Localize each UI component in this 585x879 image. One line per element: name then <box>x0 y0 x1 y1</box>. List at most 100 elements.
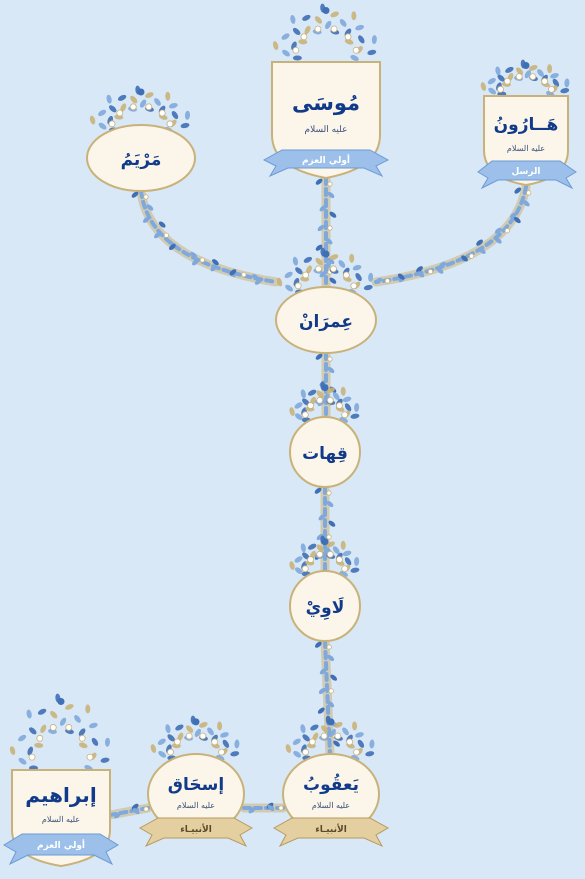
floral-maryam-leaf <box>165 91 171 101</box>
floral-imran-bloom <box>342 271 350 279</box>
floral-musa-bloom <box>314 25 322 33</box>
vine-imran-qahat-leaf <box>327 366 335 374</box>
vine-lawi-yaqub-flower <box>328 688 334 694</box>
node-name-lawi: لَاوِيْ <box>306 596 345 620</box>
ribbon-text-ishaq: الأنبيـاء <box>180 823 212 835</box>
floral-ishaq-leaf <box>167 734 175 742</box>
floral-musa-leaf <box>344 39 354 45</box>
vine-musa-imran-leaf <box>325 238 333 245</box>
floral-yaqub-leaf <box>300 724 306 734</box>
floral-qahat-finial <box>321 384 329 392</box>
vine-harun-imran-flower <box>468 253 475 259</box>
floral-lawi-bloom <box>341 565 349 573</box>
floral-qahat-bloom <box>307 402 314 409</box>
ribbon-text-musa: أولي العزم <box>302 154 350 166</box>
floral-ibrahim-leaf <box>59 717 67 726</box>
floral-musa-leaf <box>314 16 323 24</box>
floral-yaqub-leaf <box>334 722 343 728</box>
floral-ibrahim-leaf <box>26 709 32 719</box>
floral-qahat-bloom <box>341 411 349 419</box>
floral-harun <box>480 59 570 97</box>
vine-ishaq-ibrahim-flower <box>143 806 149 812</box>
floral-lawi-finial <box>321 538 329 546</box>
floral-harun-leaf <box>552 78 560 87</box>
floral-lawi-leaf <box>350 567 360 573</box>
floral-qahat-leaf <box>344 403 352 412</box>
floral-lawi-leaf <box>289 561 295 570</box>
floral-lawi-leaf <box>302 552 310 560</box>
vine-maryam-imran <box>139 189 278 284</box>
floral-musa-leaf <box>355 24 365 31</box>
floral-maryam-leaf <box>139 99 147 108</box>
floral-maryam-bloom <box>116 109 124 117</box>
floral-maryam-leaf <box>117 94 127 101</box>
vine-qahat-lawi-leaf <box>316 533 324 541</box>
floral-ibrahim-bloom <box>36 734 44 742</box>
vine-harun-imran-leaf <box>476 239 483 246</box>
ribbon-text-harun: الرسل <box>512 167 541 177</box>
floral-yaqub-bloom <box>346 738 354 746</box>
vine-musa-imran-leaf <box>327 257 335 265</box>
floral-harun-leaf <box>495 66 501 76</box>
floral-yaqub-leaf <box>293 750 302 758</box>
floral-harun-leaf <box>487 77 496 85</box>
floral-imran <box>276 247 374 295</box>
floral-ornaments <box>9 3 570 771</box>
ribbon-musa <box>262 149 390 178</box>
floral-musa-bloom <box>292 46 300 54</box>
floral-musa <box>272 3 377 61</box>
vine-maryam-imran-flower <box>199 257 206 263</box>
floral-maryam-leaf <box>98 122 107 130</box>
floral-musa-leaf <box>351 11 357 21</box>
floral-ibrahim-leaf <box>100 757 110 763</box>
node-yaqub: يَعقُوبُ عليه السلام الأنبيـاء <box>272 753 390 848</box>
floral-harun-leaf <box>564 78 570 88</box>
floral-maryam-bloom <box>108 120 116 128</box>
floral-qahat-leaf <box>294 413 303 421</box>
floral-ibrahim-leaf <box>85 704 91 714</box>
floral-ishaq-bloom <box>218 748 225 756</box>
floral-maryam-bloom <box>145 103 153 111</box>
floral-yaqub-bloom <box>302 748 309 756</box>
vine-maryam-imran-flower <box>143 194 149 200</box>
floral-harun-leaf <box>497 74 505 82</box>
floral-imran-bloom <box>315 265 322 273</box>
floral-maryam-bloom <box>158 109 166 117</box>
floral-ibrahim-bloom <box>49 724 57 731</box>
floral-maryam-leaf <box>184 110 191 120</box>
vine-maryam-imran-flower <box>163 232 169 238</box>
floral-imran-leaf <box>329 254 339 260</box>
floral-ishaq-leaf <box>199 722 208 728</box>
floral-imran-leaf <box>276 277 283 287</box>
floral-ibrahim-leaf <box>18 757 27 765</box>
floral-lawi-leaf <box>342 550 352 557</box>
floral-yaqub-leaf <box>321 725 329 733</box>
floral-imran-bloom <box>350 282 358 290</box>
floral-musa-leaf <box>304 25 311 35</box>
vine-musa-imran-leaf <box>327 191 335 199</box>
vine-lawi-yaqub-flower <box>326 644 332 650</box>
vine-lawi-yaqub-leaf <box>317 707 325 714</box>
floral-imran-leaf <box>349 253 355 263</box>
floral-imran-leaf <box>368 272 374 282</box>
circle-imran <box>275 286 377 354</box>
floral-lawi-bloom <box>316 550 324 558</box>
vine-musa-imran-flower <box>327 181 333 187</box>
node-imran: عِمرَانْ <box>275 286 377 354</box>
floral-qahat-leaf <box>302 398 310 406</box>
node-musa: مُوسَى عليه السلام أولي العزم <box>262 61 390 180</box>
floral-lawi-bloom <box>307 556 314 563</box>
circle-lawi <box>289 570 361 642</box>
vine-harun-imran-flower <box>427 268 434 275</box>
floral-yaqub-leaf <box>302 734 310 742</box>
vine-maryam-imran-leaf <box>142 216 150 223</box>
node-name-imran: عِمرَانْ <box>299 312 353 332</box>
floral-qahat-bloom <box>336 402 343 409</box>
floral-lawi-bloom <box>301 565 309 573</box>
vine-harun-imran-leaf <box>417 271 425 278</box>
floral-maryam-leaf <box>180 122 190 129</box>
connector-vines <box>105 173 532 820</box>
floral-harun-leaf <box>480 82 487 91</box>
floral-harun-finial <box>522 62 530 69</box>
floral-harun-bloom <box>541 77 549 85</box>
